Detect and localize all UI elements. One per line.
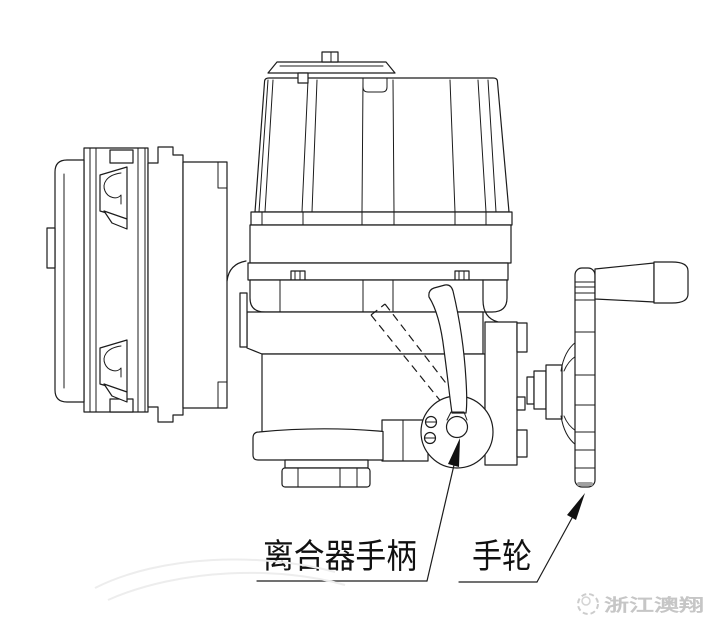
bottom-flange-lines <box>297 467 358 488</box>
handwheel-rim-segments <box>574 281 596 469</box>
crank-arm <box>594 262 655 303</box>
shaft-step-1 <box>526 376 535 405</box>
cover-cap-tab <box>297 72 309 84</box>
cover-cap-clasp <box>321 51 339 63</box>
faint-swirl-1 <box>94 558 336 589</box>
base-plate <box>252 428 384 461</box>
clutch-screw-2 <box>423 431 437 445</box>
arrowhead-handwheel <box>567 493 585 520</box>
clutch-pivot-facet <box>446 411 468 421</box>
leader-line-handwheel <box>536 517 573 583</box>
cover-lug-notch <box>362 77 388 93</box>
motor-end-cap <box>54 159 85 403</box>
annotations: 离合器手柄 手轮 <box>256 438 585 583</box>
motor-flange-plate <box>147 146 184 423</box>
shaft-bracket <box>516 396 526 411</box>
motor-end-boss <box>46 227 56 269</box>
cover-ribs <box>258 79 497 213</box>
clutch-mechanism <box>370 284 494 469</box>
watermark-logo-dot <box>581 596 591 606</box>
label-handwheel: 手轮 <box>472 538 532 576</box>
crank-grip <box>653 261 689 304</box>
leader-line-clutch <box>426 464 455 582</box>
clutch-housing-block <box>381 419 429 462</box>
shaft-step-2 <box>533 370 547 410</box>
body-right-fillet <box>482 279 499 323</box>
bracket-tab-bottom <box>516 429 528 458</box>
body-left-fillet <box>226 260 247 282</box>
handwheel <box>560 261 689 488</box>
handwheel-rim-shade <box>577 482 593 486</box>
label-clutch-handle: 离合器手柄 <box>263 538 417 576</box>
bracket-tab-top <box>516 322 528 353</box>
cover-skirt <box>249 224 512 264</box>
cover-rim-band <box>250 211 513 226</box>
cover-top-cap <box>267 61 396 74</box>
body-side-tab <box>239 292 248 348</box>
faint-swirl-2 <box>107 571 346 601</box>
cover-dome <box>247 51 513 281</box>
spring-clip-top <box>99 166 128 230</box>
clip-mount-bottom <box>109 398 134 413</box>
spring-clip-bottom <box>99 339 128 403</box>
arrowhead-clutch <box>448 438 460 467</box>
body-top-plate <box>249 279 508 313</box>
clutch-lever-pivot <box>445 415 469 439</box>
bottom-neck <box>284 459 369 469</box>
motor-assembly <box>46 146 228 423</box>
adapter-plate <box>182 161 228 409</box>
clutch-lever <box>428 284 468 414</box>
handwheel-bracket <box>484 321 563 466</box>
watermark-text: 浙江澳翔 <box>604 595 704 615</box>
clip-mount-top <box>109 149 134 164</box>
watermarks: 浙江澳翔 <box>94 558 704 615</box>
bottom-flange <box>281 467 371 488</box>
cover-shell <box>254 77 510 213</box>
clutch-screw-1 <box>424 415 438 429</box>
adapter-plate-tabs <box>217 161 228 409</box>
handwheel-rim <box>574 267 596 488</box>
cover-rim-lines <box>261 211 487 226</box>
handwheel-spokes <box>560 341 577 446</box>
handwheel-hub <box>545 364 563 420</box>
watermark-logo-icon <box>577 593 599 615</box>
motor-cylinder-rings <box>89 147 146 413</box>
